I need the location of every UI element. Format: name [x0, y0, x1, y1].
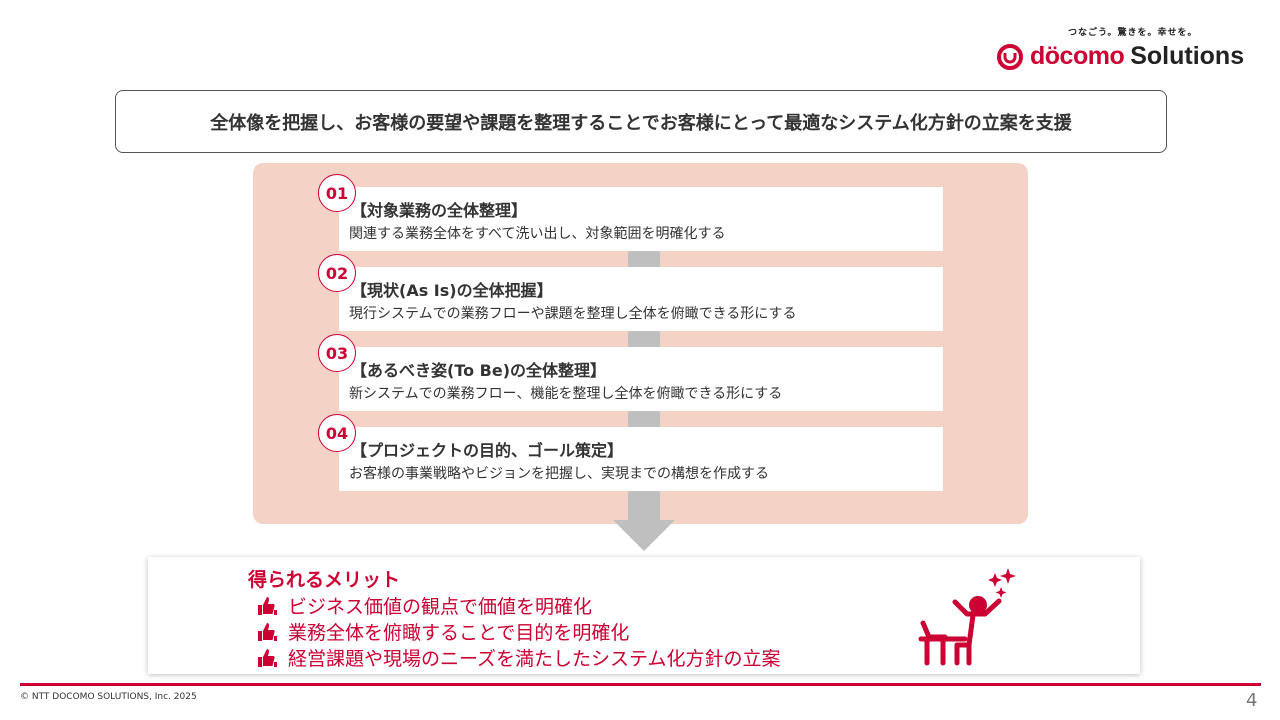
step-desc: 関連する業務全体をすべて洗い出し、対象範囲を明確化する: [349, 226, 726, 242]
down-arrow-icon: [613, 520, 675, 551]
merit-text: 業務全体を俯瞰することで目的を明確化: [288, 622, 630, 644]
step-card-1: 【対象業務の全体整理】関連する業務全体をすべて洗い出し、対象範囲を明確化する: [339, 187, 943, 251]
step-title: 【プロジェクトの目的、ゴール策定】: [351, 441, 624, 460]
step-number-badge: 01: [318, 174, 356, 212]
step-number-badge: 04: [318, 414, 356, 452]
thumbs-up-icon: [258, 648, 277, 667]
copyright: © NTT DOCOMO SOLUTIONS, Inc. 2025: [20, 692, 197, 702]
merit-item: ビジネス価値の観点で価値を明確化: [256, 592, 592, 619]
headline-box: 全体像を把握し、お客様の要望や課題を整理することでお客様にとって最適なシステム化…: [115, 90, 1167, 153]
page-number: 4: [1246, 690, 1258, 711]
step-number-badge: 02: [318, 254, 356, 292]
step-card-4: 【プロジェクトの目的、ゴール策定】お客様の事業戦略やビジョンを把握し、実現までの…: [339, 427, 943, 491]
thumbs-up-icon: [258, 596, 277, 615]
logo-solutions: Solutions: [1130, 42, 1245, 70]
merit-text: 経営課題や現場のニーズを満たしたシステム化方針の立案: [288, 648, 781, 670]
logo-docomo: döcomo: [1030, 42, 1125, 70]
merit-item: 経営課題や現場のニーズを満たしたシステム化方針の立案: [256, 644, 780, 671]
step-title: 【あるべき姿(To Be)の全体整理】: [351, 361, 607, 380]
step-number-badge: 03: [318, 334, 356, 372]
merit-item: 業務全体を俯瞰することで目的を明確化: [256, 618, 629, 645]
docomo-logo-icon: [997, 43, 1023, 70]
step-desc: 現行システムでの業務フローや課題を整理し全体を俯瞰できる形にする: [349, 306, 797, 322]
step-card-2: 【現状(As Is)の全体把握】現行システムでの業務フローや課題を整理し全体を俯…: [339, 267, 943, 331]
step-desc: 新システムでの業務フロー、機能を整理し全体を俯瞰できる形にする: [349, 386, 783, 402]
footer-divider: [20, 683, 1261, 686]
step-title: 【対象業務の全体整理】: [351, 201, 528, 220]
step-desc: お客様の事業戦略やビジョンを把握し、実現までの構想を作成する: [349, 466, 769, 482]
merits-title: 得られるメリット: [248, 569, 401, 591]
step-card-3: 【あるべき姿(To Be)の全体整理】新システムでの業務フロー、機能を整理し全体…: [339, 347, 943, 411]
happy-person-at-desk-icon: [918, 568, 1016, 666]
merit-text: ビジネス価値の観点で価値を明確化: [288, 596, 593, 618]
brand-tagline: つなごう。驚きを。幸せを。: [1068, 28, 1198, 38]
thumbs-up-icon: [258, 622, 277, 641]
step-title: 【現状(As Is)の全体把握】: [351, 281, 553, 300]
docomo-solutions-logo: döcomo Solutions: [996, 42, 1244, 71]
